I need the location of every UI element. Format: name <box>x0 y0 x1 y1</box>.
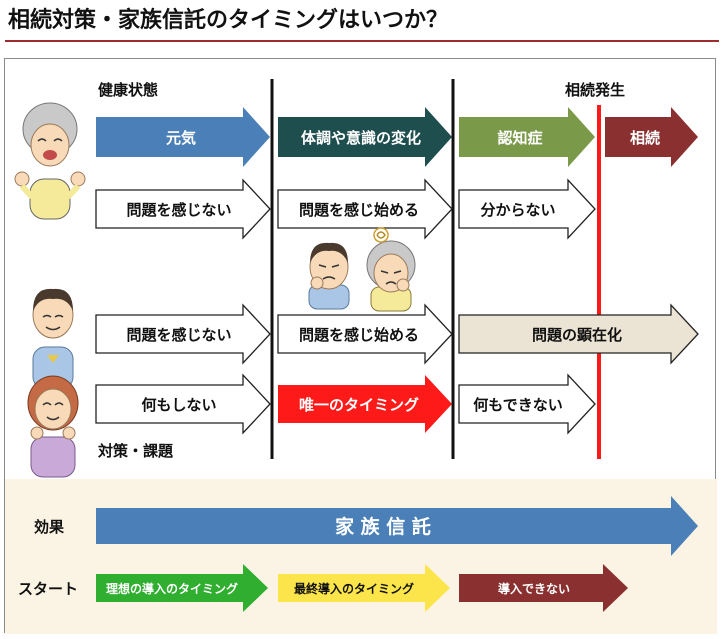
arrow-family-trust <box>96 496 698 556</box>
arrow-healthy-label: 元気 <box>166 129 196 147</box>
arrow-child-no-issue <box>95 303 271 365</box>
arrow-inheritance-label: 相続 <box>630 129 660 147</box>
arrow-cannot-introduce <box>459 564 628 612</box>
arrow-child-no-issue-label: 問題を感じない <box>126 326 231 344</box>
arrow-cannot-do-label: 何もできない <box>473 396 562 414</box>
arrow-final-timing-label: 最終導入のタイミング <box>294 581 414 596</box>
arrow-only-timing-label: 唯一のタイミング <box>299 396 419 414</box>
arrow-only-timing <box>278 375 452 433</box>
middle-aged-man-icon <box>32 288 74 390</box>
page-title: 相続対策・家族信託のタイミングはいつか？ <box>8 8 449 33</box>
arrow-family-trust-label: 家 族 信 託 <box>335 515 431 538</box>
arrow-condition-change-label: 体調や意識の変化 <box>301 129 421 147</box>
arrow-parent-start-feeling <box>277 178 453 240</box>
arrow-parent-unknown <box>458 178 596 240</box>
arrow-problem-manifest-label: 問題の顕在化 <box>532 326 622 344</box>
effect-band <box>5 479 717 634</box>
arrow-parent-no-issue <box>95 178 271 240</box>
arrow-inheritance <box>605 107 698 167</box>
arrow-ideal-timing-label: 理想の導入のタイミング <box>106 581 238 596</box>
arrow-dementia-label: 認知症 <box>497 129 542 147</box>
worried-couple-icon <box>308 227 416 312</box>
arrow-healthy <box>96 107 270 167</box>
inheritance-occurs-label: 相続発生 <box>565 81 625 99</box>
arrow-cannot-introduce-label: 導入できない <box>498 581 570 596</box>
start-label: スタート <box>18 580 78 598</box>
arrow-child-start-feeling-label: 問題を感じ始める <box>299 326 419 344</box>
health-state-label: 健康状態 <box>98 81 158 99</box>
arrow-cannot-do <box>458 373 596 435</box>
title-underline <box>5 40 719 42</box>
timeline-diagram: 健康状態 相続発生 対策・課題 元気 体調や意識の変化 認知症 相続 問題を感じ… <box>5 79 717 634</box>
measures-label: 対策・課題 <box>97 442 174 460</box>
elderly-woman-cheering-icon <box>14 102 86 220</box>
arrow-problem-manifest <box>458 303 699 365</box>
arrow-ideal-timing <box>96 564 268 612</box>
arrow-condition-change <box>278 107 452 167</box>
arrow-parent-no-issue-label: 問題を感じない <box>126 201 231 219</box>
arrow-do-nothing <box>95 373 271 435</box>
effect-label: 効果 <box>34 518 65 536</box>
smiling-woman-icon <box>27 375 79 478</box>
arrow-do-nothing-label: 何もしない <box>141 396 216 414</box>
diagram-frame: 健康状態 相続発生 対策・課題 元気 体調や意識の変化 認知症 相続 問題を感じ… <box>4 58 717 634</box>
arrow-dementia <box>459 107 595 167</box>
arrow-child-start-feeling <box>277 303 453 365</box>
arrow-parent-start-feeling-label: 問題を感じ始める <box>299 201 419 219</box>
arrow-final-timing <box>278 564 450 612</box>
arrow-parent-unknown-label: 分からない <box>480 201 555 219</box>
